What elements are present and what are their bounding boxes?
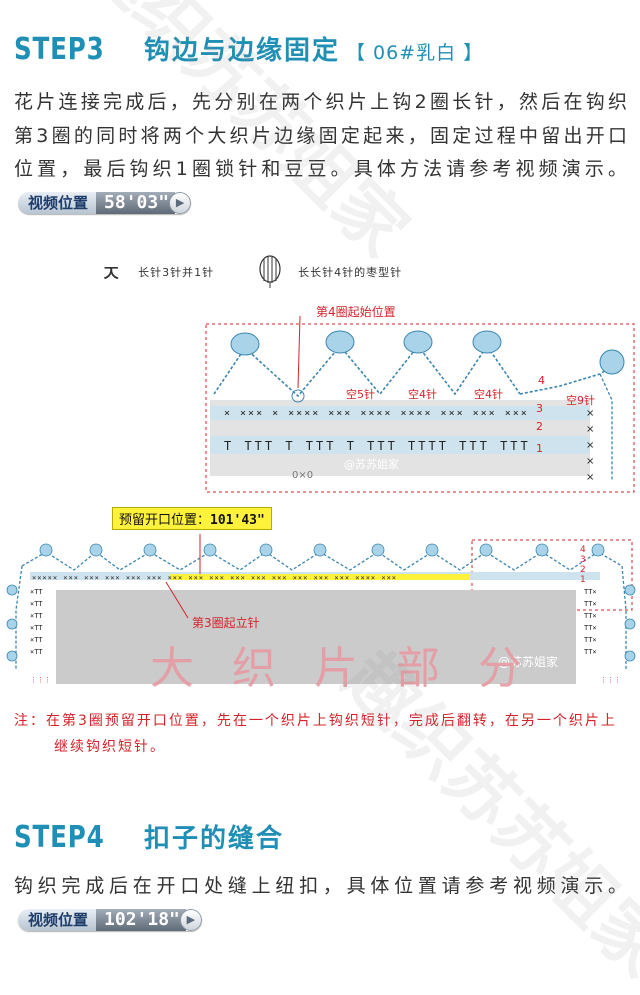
note-text: 注：在第3圈预留开口位置，先在一个织片上钩织短针，完成后翻转，在另一个织片上继续… — [14, 713, 617, 755]
skip4a-label: 空4针 — [408, 387, 437, 401]
step4-video-button[interactable]: 视频位置 102'18" ▶ — [18, 909, 202, 931]
step4-paragraph: 钩织完成后在开口处缝上纽扣，具体位置请参考视频演示。 视频位置 102'18" … — [14, 870, 630, 937]
opening-label: 预留开口位置：101'43" — [112, 507, 272, 530]
detail-row-dc — [210, 436, 590, 454]
step3-text: 花片连接完成后，先分别在两个织片上钩2圈长针，然后在钩织第3圈的同时将两个大织片… — [14, 91, 630, 180]
svg-text:⋮⋮⋮: ⋮⋮⋮ — [30, 676, 51, 684]
svg-text:×: × — [586, 424, 594, 435]
video-label: 视频位置 — [18, 909, 97, 931]
svg-text:×: × — [586, 472, 594, 483]
upper-watermark: @苏苏姐家 — [344, 457, 399, 471]
step3-label: STEP3 — [14, 32, 105, 67]
big-panel-label: 大织片部分 — [150, 643, 560, 694]
step3-paragraph: 花片连接完成后，先分别在两个织片上钩2圈长针，然后在钩织第3圈的同时将两个大织片… — [14, 86, 630, 220]
svg-text:TT×: TT× — [584, 636, 597, 644]
chain-loops-upper — [213, 344, 613, 398]
corner-dots: ⋮⋮⋮ ⋮⋮⋮ — [30, 676, 621, 684]
svg-text:×TT: ×TT — [30, 636, 43, 644]
opening-label-text: 预留开口位置： — [119, 513, 211, 528]
round-num-3: 3 — [536, 402, 543, 415]
round4-start-marker — [291, 389, 305, 403]
svg-text:××××× ××× ××× ××× ××× ××× ×××: ××××× ××× ××× ××× ××× ××× ××× ××× ××× ××… — [32, 574, 397, 582]
bobble-stitch-icon — [259, 254, 281, 288]
svg-text:TT×: TT× — [584, 588, 597, 596]
play-icon[interactable]: ▶ — [169, 192, 192, 214]
video-label: 视频位置 — [18, 192, 97, 214]
bobble-stitches-lower — [6, 543, 636, 662]
upper-dc-row: T TTT T TTT T TTT TTTT TTT TTT — [224, 439, 531, 453]
note: 注：在第3圈预留开口位置，先在一个织片上钩织短针，完成后翻转，在另一个织片上继续… — [14, 708, 630, 760]
step3-video-button[interactable]: 视频位置 58'03" ▶ — [18, 192, 192, 214]
svg-text:×TT: ×TT — [30, 612, 43, 620]
opening-time: 101'43" — [210, 513, 265, 528]
round4-start-label: 第4圈起始位置 — [316, 304, 396, 319]
round3-pointer — [165, 581, 189, 619]
round3-start-label: 第3圈起立针 — [192, 616, 260, 630]
step3-title: STEP3 钩边与边缘固定 【 06#乳白 】 — [14, 30, 483, 67]
video-time: 58'03" — [96, 192, 176, 214]
zoom-box — [471, 539, 633, 611]
legend-item-2: 长长针4针的枣型针 — [298, 265, 403, 279]
video-time: 102'18" — [96, 909, 186, 931]
svg-text:⋮⋮⋮: ⋮⋮⋮ — [600, 676, 621, 684]
dc3tog-icon: ㅈ — [100, 260, 123, 288]
skip9-label: 空9针 — [566, 393, 595, 407]
lower-watermark: @苏苏姐家 — [498, 654, 558, 669]
opening-highlight — [170, 574, 470, 580]
stitch-legend: ㅈ 长针3针并1针 长长针4针的枣型针 — [100, 254, 444, 289]
svg-text:TT×: TT× — [584, 612, 597, 620]
right-edge-stitches: TT× TT× TT× TT× TT× TT× — [584, 588, 597, 656]
svg-text:× ××× × ×××× ××× ×××× ×××× ×××: × ××× × ×××× ××× ×××× ×××× ××× ××× ××× — [224, 408, 529, 419]
skip4b-label: 空4针 — [474, 387, 503, 401]
step4-title: STEP4 扣子的缝合 — [14, 818, 284, 855]
round-num-4: 4 — [538, 374, 545, 387]
lower-round-num-4: 4 — [580, 545, 586, 555]
big-panel — [56, 590, 576, 684]
right-edge-sc: × × × × × — [586, 408, 594, 483]
lower-round-num-2: 2 — [580, 565, 586, 575]
round4-start-pointer — [297, 315, 301, 389]
svg-text:×TT: ×TT — [30, 624, 43, 632]
step4-text: 钩织完成后在开口处缝上纽扣，具体位置请参考视频演示。 — [14, 875, 630, 897]
lower-round-num-1: 1 — [580, 575, 586, 585]
svg-text:TT×: TT× — [584, 624, 597, 632]
small-mark: 0×0 — [292, 470, 313, 481]
play-icon[interactable]: ▶ — [179, 909, 202, 931]
svg-text:TT×: TT× — [584, 648, 597, 656]
step3-color-tag: 【 06#乳白 】 — [346, 42, 484, 64]
lower-round-num-3: 3 — [580, 555, 586, 565]
bobble-stitches-upper — [230, 330, 625, 375]
svg-text:×: × — [586, 456, 594, 467]
crochet-diagram: × ××× × ×××× ××× ×××× ×××× ××× ××× ××× T… — [6, 304, 636, 684]
legend-item-1: 长针3针并1针 — [138, 265, 215, 279]
step4-label: STEP4 — [14, 820, 105, 855]
step3-heading: 钩边与边缘固定 — [144, 36, 341, 66]
svg-text:×TT: ×TT — [30, 588, 43, 596]
round-num-1: 1 — [536, 442, 543, 455]
left-edge-stitches: ×TT ×TT ×TT ×TT ×TT ×TT — [30, 588, 43, 656]
lower-sc-row: ××××× ××× ××× ××× ××× ××× ××× ××× ××× ××… — [32, 574, 397, 582]
round-num-2: 2 — [536, 420, 543, 433]
skip5-label: 空5针 — [346, 387, 375, 401]
svg-text:×: × — [586, 408, 594, 419]
svg-text:×TT: ×TT — [30, 648, 43, 656]
svg-text:TT×: TT× — [584, 600, 597, 608]
detail-row-sc — [210, 406, 590, 420]
step4-heading: 扣子的缝合 — [144, 824, 285, 854]
svg-text:T TTT T TTT T TTT TTTT TTT TT: T TTT T TTT T TTT TTTT TTT TTT — [224, 439, 531, 453]
svg-text:×TT: ×TT — [30, 600, 43, 608]
right-edge-chain — [599, 373, 613, 480]
svg-text:×: × — [586, 440, 594, 451]
upper-sc-row: × ××× × ×××× ××× ×××× ×××× ××× ××× ××× — [224, 408, 529, 419]
